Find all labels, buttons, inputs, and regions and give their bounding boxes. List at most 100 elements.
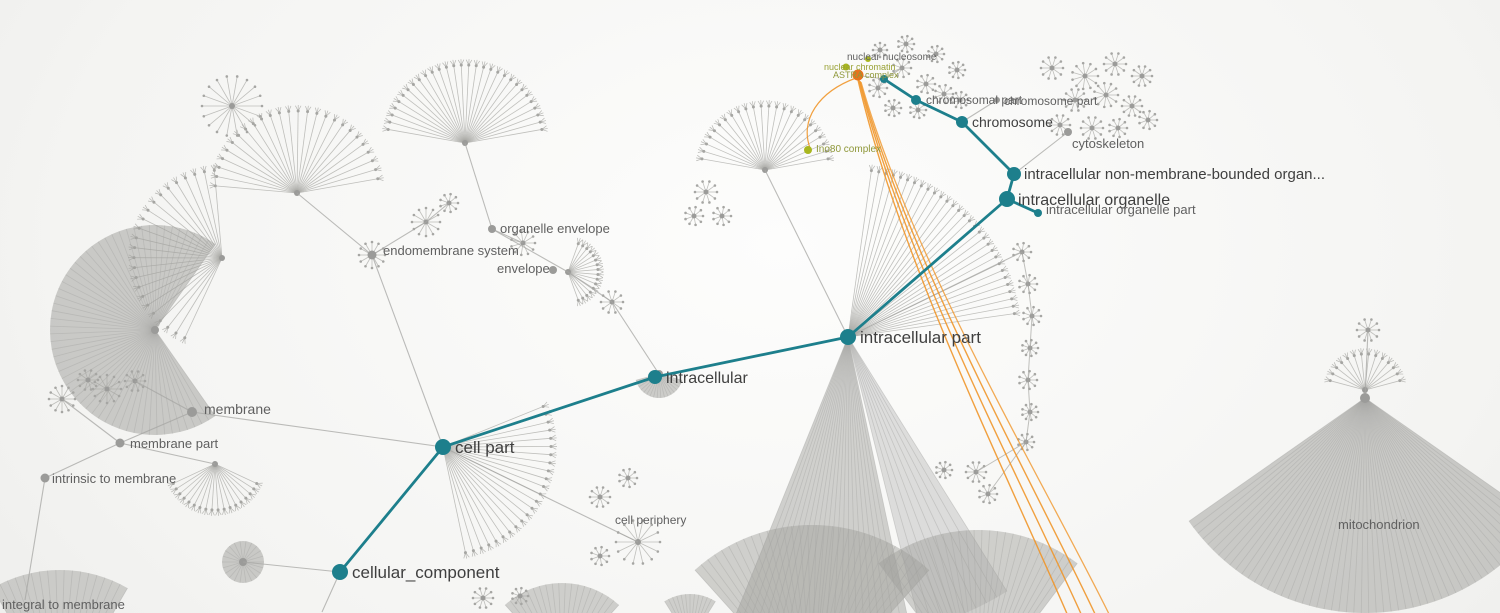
tree-edge-chromosomal-part--nucleosome-cluster (882, 77, 918, 102)
node-organelle-part[interactable] (1034, 209, 1042, 217)
node-layer (40, 56, 1370, 580)
gray-edge (24, 477, 46, 601)
minor-label: organelle envelope (500, 221, 610, 236)
nucleosome-node[interactable] (852, 69, 864, 81)
gray-edge (191, 411, 444, 448)
gray-edge (242, 561, 341, 573)
minor-label: membrane (204, 401, 271, 417)
minor-label: ASTRA complex (833, 70, 899, 80)
intracellular-part-fan (845, 164, 1021, 340)
gray-polyline-edge (987, 251, 1033, 495)
fan-cluster (1071, 61, 1100, 91)
minor-label: endomembrane system (383, 243, 519, 258)
fan-cluster (614, 519, 662, 565)
node-intracellular-organelle[interactable] (999, 191, 1015, 207)
fan-layer (0, 34, 1500, 613)
fan-cluster (1079, 116, 1105, 140)
orange-edge (858, 79, 1082, 613)
gray-edge (1013, 131, 1069, 175)
mitochondrion-fan (1188, 394, 1500, 613)
gray-edge (296, 192, 373, 256)
node-intracellular-part[interactable] (840, 329, 856, 345)
mitochondrion-node[interactable] (1360, 393, 1370, 403)
fan-cluster (884, 98, 903, 118)
ino80-complex-node[interactable] (804, 146, 812, 154)
fan-cluster (916, 73, 937, 95)
fan-cluster (1102, 52, 1128, 76)
node-nucleosome-cluster[interactable] (880, 75, 888, 83)
gray-polyline-edge (975, 441, 1027, 473)
fan-cluster (76, 369, 100, 391)
intrinsic-to-membrane-node[interactable] (40, 473, 50, 483)
label-cellular-component: cellular_component (352, 563, 500, 582)
organelle-envelope-node[interactable] (488, 225, 496, 233)
gray-edge (119, 411, 193, 444)
fan-cluster (736, 333, 908, 613)
fan-cluster (50, 224, 216, 435)
label-intracellular: intracellular (666, 370, 748, 387)
fan-cluster (200, 75, 264, 137)
minor-label: intrinsic to membrane (52, 471, 176, 486)
gray-edge (371, 254, 444, 448)
gray-edge (425, 202, 450, 223)
orange-edge-layer (806, 77, 1110, 613)
node-intracellular[interactable] (648, 370, 662, 384)
minor-label: integral to membrane (2, 597, 125, 612)
fan-cluster (934, 83, 955, 105)
cytoskeleton-node[interactable] (1064, 128, 1072, 136)
orange-edge (860, 81, 1110, 613)
gray-edge (61, 398, 121, 444)
node-chromosome[interactable] (956, 116, 968, 128)
chromosome-part-node[interactable] (994, 97, 1000, 103)
fan-cluster (878, 529, 1078, 613)
fan-cluster (1130, 65, 1154, 87)
fan-cluster (951, 90, 970, 110)
fan-cluster (47, 384, 77, 414)
envelope-node[interactable] (549, 266, 557, 274)
fan-cluster (1120, 95, 1144, 117)
orange-edge (859, 80, 1096, 613)
fan-cluster (897, 34, 916, 54)
tree-edge-intracellular--intracellular-part (653, 335, 850, 379)
fan-cluster (167, 461, 263, 516)
fan-cluster (694, 525, 930, 613)
fan-cluster (1108, 117, 1129, 139)
fan-cluster (209, 105, 384, 196)
minor-label: nuclear chromatin (824, 62, 896, 72)
fan-cluster (1048, 114, 1072, 136)
label-chromosome: chromosome (972, 114, 1053, 130)
node-cell-part[interactable] (435, 439, 451, 455)
label-intracellular-part: intracellular part (860, 328, 981, 347)
tree-edge-intracellular-part--intracellular-organelle (846, 197, 1009, 339)
gray-edge (119, 442, 216, 465)
chromatin-node[interactable] (865, 56, 871, 62)
fan-cluster (1062, 88, 1088, 112)
membrane-part-node[interactable] (115, 438, 125, 448)
nuclear-chromatin-node[interactable] (842, 63, 850, 71)
fan-cluster (927, 44, 946, 64)
minor-label: membrane part (130, 436, 219, 451)
fan-cluster (712, 205, 733, 227)
tree-edge-chromosome--chromosomal-part (914, 98, 964, 124)
node-cellular-component[interactable] (332, 564, 348, 580)
fan-cluster (510, 229, 537, 257)
fan-cluster (590, 545, 611, 567)
fan-cluster (91, 373, 123, 405)
membrane-node[interactable] (187, 407, 197, 417)
gray-edge (491, 228, 569, 273)
gray-edge (847, 251, 1023, 338)
fan-cluster (664, 594, 716, 613)
fan-cluster (1093, 81, 1120, 109)
label-intracellular-organelle: intracellular organelle (1018, 192, 1170, 209)
minor-label: chromosomal part (926, 93, 1023, 107)
gray-edge (371, 221, 427, 256)
node-non-membrane-bounded-organelle[interactable] (1007, 167, 1021, 181)
node-chromosomal-part[interactable] (911, 95, 921, 105)
orange-edge (806, 77, 857, 149)
fan-cluster (588, 486, 612, 508)
endomembrane-system-node[interactable] (367, 250, 377, 260)
minor-label: Ino80 complex (816, 144, 881, 155)
label-cell-part: cell part (455, 438, 515, 457)
